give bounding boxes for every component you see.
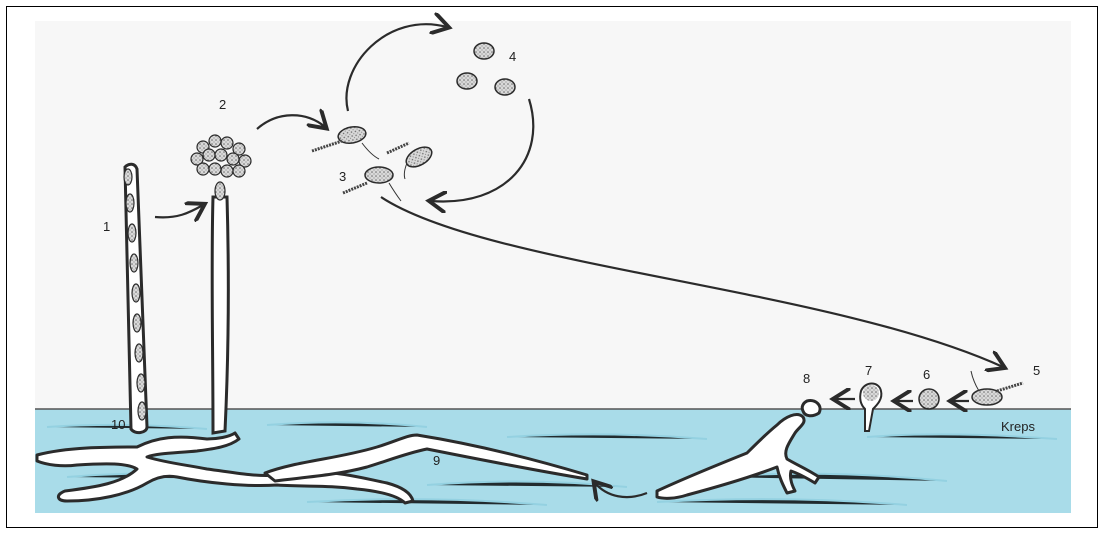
label-6: 6	[923, 367, 930, 382]
label-7: 7	[865, 363, 872, 378]
saprolegnia-life-cycle-diagram: 1 2 3 4 5 6 7 8 9 10 Kreps	[7, 7, 1099, 529]
figure-frame: 1 2 3 4 5 6 7 8 9 10 Kreps	[6, 6, 1098, 528]
label-2: 2	[219, 97, 226, 112]
air-region	[35, 21, 1071, 411]
encysted-spore	[919, 389, 939, 409]
label-1: 1	[103, 219, 110, 234]
label-5: 5	[1033, 363, 1040, 378]
label-4: 4	[509, 49, 516, 64]
label-9: 9	[433, 453, 440, 468]
label-8: 8	[803, 371, 810, 386]
host-surface	[35, 409, 1071, 513]
label-10: 10	[111, 417, 125, 432]
host-label: Kreps	[1001, 419, 1035, 434]
label-3: 3	[339, 169, 346, 184]
